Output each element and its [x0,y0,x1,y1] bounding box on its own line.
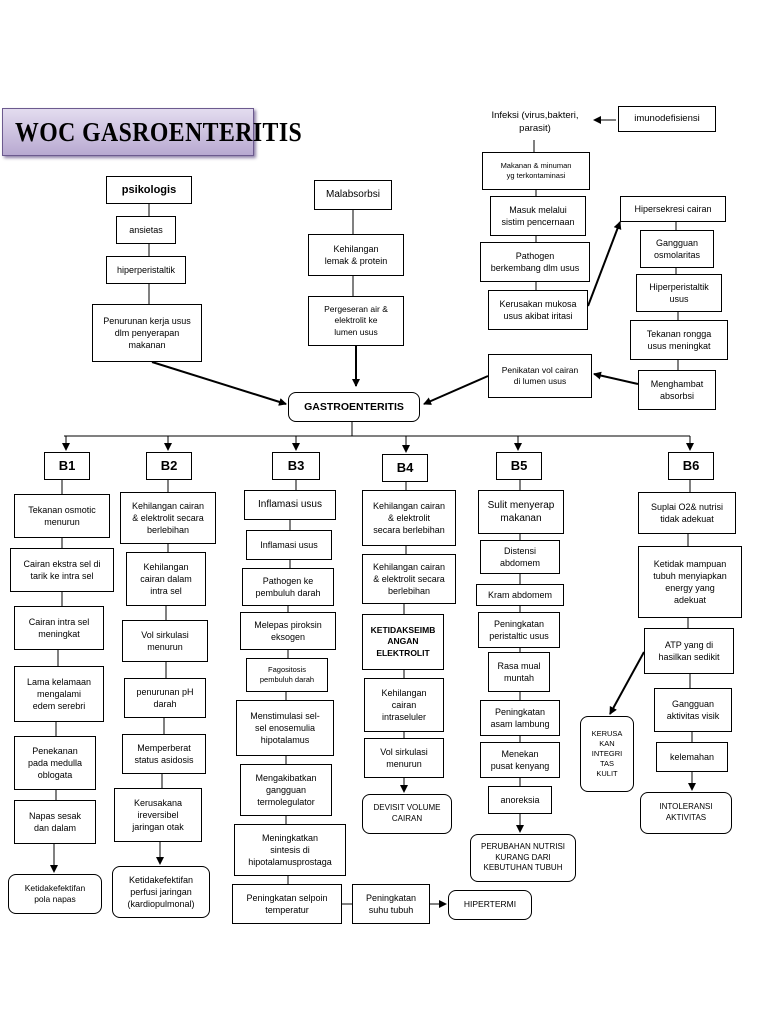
branch-b2-label: B2 [146,452,192,480]
node-hiperperistaltik: hiperperistaltik [106,256,186,284]
branch-b1-label: B1 [44,452,90,480]
b6-item: Ketidak mampuan tubuh menyiapkan energy … [638,546,742,618]
branch-b3-label: B3 [272,452,320,480]
b5-item: Sulit menyerap makanan [478,490,564,534]
node-infeksi: Infeksi (virus,bakteri, parasit) [482,106,588,140]
b1-item: Cairan intra sel meningkat [14,606,104,650]
node-gastroenteritis: GASTROENTERITIS [288,392,420,422]
b2-item: Memperberat status asidosis [122,734,206,774]
b1-item: Lama kelamaan mengalami edem serebri [14,666,104,722]
b3-side-node: Peningkatan suhu tubuh [352,884,430,924]
branch-b4-label: B4 [382,454,428,482]
b2-outcome-diagnosis: Ketidakefektifan perfusi jaringan (kardi… [112,866,210,918]
b2-item: Kerusakana ireversibel jaringan otak [114,788,202,842]
b3-item: Fagositosis pembuluh darah [246,658,328,692]
b3-item: Meningkatkan sintesis di hipotalamuspros… [234,824,346,876]
b6-item: kelemahan [656,742,728,772]
connector-arrow [593,371,639,385]
node-penurunan-kerja-usus: Penurunan kerja usus dlm penyerapan maka… [92,304,202,362]
node-kehilangan-lemak: Kehilangan lemak & protein [308,234,404,276]
b3-item: Menstimulasi sel- sel enosemulia hipotal… [236,700,334,756]
b1-item: Cairan ekstra sel di tarik ke intra sel [10,548,114,592]
node-makanan-minuman: Makanan & minuman yg terkontaminasi [482,152,590,190]
node-masuk-melalui: Masuk melalui sistim pencernaan [490,196,586,236]
b3-outcome-diagnosis: HIPERTERMI [448,890,532,920]
b4-outcome-diagnosis: DEVISIT VOLUME CAIRAN [362,794,452,834]
node-malabsorbsi: Malabsorbsi [314,180,392,210]
node-pathogen-berkembang: Pathogen berkembang dlm usus [480,242,590,282]
node-peningkatan-vol-cairan: Penikatan vol cairan di lumen usus [488,354,592,398]
b6-item: ATP yang di hasilkan sedikit [644,628,734,674]
b4-item: Vol sirkulasi menurun [364,738,444,778]
b5-item: Rasa mual muntah [488,652,550,692]
b5-item: Kram abdomem [476,584,564,606]
b1-item: Penekanan pada medulla oblogata [14,736,96,790]
node-ansietas: ansietas [116,216,176,244]
b2-item: penurunan pH darah [124,678,206,718]
b1-item: Napas sesak dan dalam [14,800,96,844]
node-hipersekresi: Hipersekresi cairan [620,196,726,222]
b4-item: Kehilangan cairan intraseluler [364,678,444,732]
b5-outcome-diagnosis: PERUBAHAN NUTRISI KURANG DARI KEBUTUHAN … [470,834,576,882]
branch-b5-label: B5 [496,452,542,480]
node-psikologis: psikologis [106,176,192,204]
b4-item: Kehilangan cairan & elektrolit secara be… [362,490,456,546]
b4-item: Kehilangan cairan & elektrolit secara be… [362,554,456,604]
b1-outcome-diagnosis: Ketidakefektifan pola napas [8,874,102,914]
kerusakan-to-hipersekresi-arrow [587,221,622,307]
b5-item: Peningkatan peristaltic usus [478,612,560,648]
b2-item: Vol sirkulasi menurun [122,620,208,662]
node-menghambat-absorbsi: Menghambat absorbsi [638,370,716,410]
node-gangguan-osmolaritas: Gangguan osmolaritas [640,230,714,268]
b5-item: Menekan pusat kenyang [480,742,560,778]
b1-item: Tekanan osmotic menurun [14,494,110,538]
b5-item: Distensi abdomem [480,540,560,574]
node-hiperperistaltik-usus: Hiperperistaltik usus [636,274,722,312]
b6-outcome-diagnosis: INTOLERANSI AKTIVITAS [640,792,732,834]
b3-item: Pathogen ke pembuluh darah [242,568,334,606]
b3-item: Mengakibatkan gangguan termolegulator [240,764,332,816]
b3-item: Inflamasi usus [246,530,332,560]
b3-item: Peningkatan selpoin temperatur [232,884,342,924]
b6-side-diagnosis: KERUSA KAN INTEGRI TAS KULIT [580,716,634,792]
b3-item: Melepas piroksin eksogen [240,612,336,650]
b6-item: Suplai O2& nutrisi tidak adekuat [638,492,736,534]
connector-arrow [423,375,489,405]
node-kerusakan-mukosa: Kerusakan mukosa usus akibat iritasi [488,290,588,330]
b5-item: anoreksia [488,786,552,814]
node-pergeseran-air: Pergeseran air & elektrolit ke lumen usu… [308,296,404,346]
b2-item: Kehilangan cairan & elektrolit secara be… [120,492,216,544]
atp-to-kerusakan-kulit-arrow [609,651,645,715]
b2-item: Kehilangan cairan dalam intra sel [126,552,206,606]
diagram-title-text: WOC GASROENTERITIS [15,116,303,147]
diagram-title: WOC GASROENTERITIS [2,108,302,156]
branch-b6-label: B6 [668,452,714,480]
node-imunodefisiensi: imunodefisiensi [618,106,716,132]
b5-item: Peningkatan asam lambung [480,700,560,736]
b4-item: KETIDAKSEIMB ANGAN ELEKTROLIT [362,614,444,670]
b6-item: Gangguan aktivitas visik [654,688,732,732]
b3-item: Inflamasi usus [244,490,336,520]
connector-arrow [151,361,287,406]
node-tekanan-rongga: Tekanan rongga usus meningkat [630,320,728,360]
